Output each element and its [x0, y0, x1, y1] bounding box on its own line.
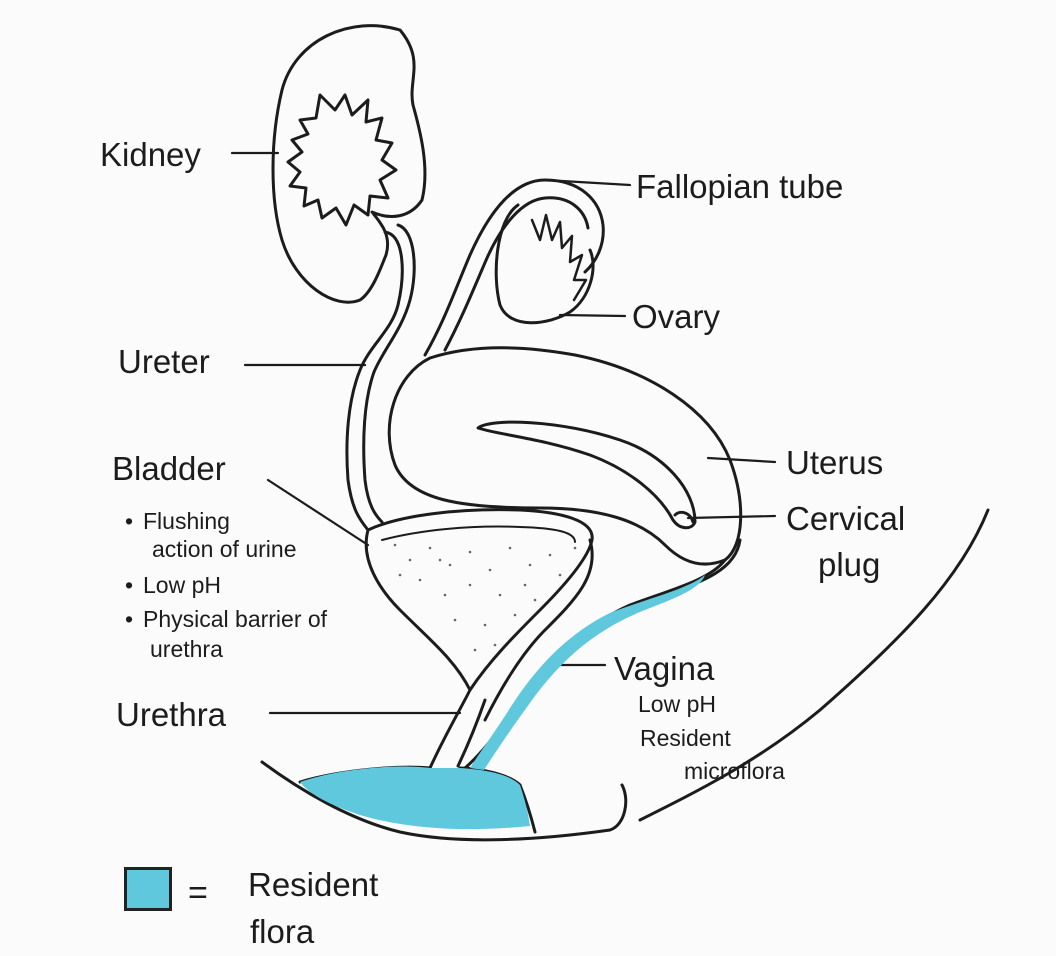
label-ureter: Ureter — [118, 345, 210, 378]
note-vagina-low-ph: Low pH — [638, 693, 716, 716]
bladder-stipple — [394, 544, 577, 652]
label-cervical-plug-line1: Cervical — [786, 502, 905, 535]
note-vagina-resident: Resident — [640, 727, 731, 750]
label-cervical-plug-line2: plug — [818, 548, 880, 581]
note-barrier-line2: urethra — [150, 636, 223, 662]
legend-text-line1: Resident — [248, 868, 378, 901]
label-vagina: Vagina — [614, 652, 714, 685]
label-kidney: Kidney — [100, 138, 201, 171]
note-barrier-line1: Physical barrier of — [143, 606, 327, 632]
label-fallopian-tube: Fallopian tube — [636, 170, 843, 203]
note-vagina-microflora: microflora — [684, 760, 785, 783]
label-bladder: Bladder — [112, 452, 226, 485]
label-ovary: Ovary — [632, 300, 720, 333]
note-low-ph: Low pH — [143, 572, 221, 598]
note-flushing-line2: action of urine — [152, 536, 296, 562]
note-flushing-line1: Flushing — [143, 508, 230, 534]
label-uterus: Uterus — [786, 446, 883, 479]
label-urethra: Urethra — [116, 698, 226, 731]
legend-text-line2: flora — [250, 915, 314, 948]
ovary-shape — [496, 205, 593, 323]
legend-equals: = — [188, 874, 208, 913]
legend-swatch — [124, 867, 172, 911]
